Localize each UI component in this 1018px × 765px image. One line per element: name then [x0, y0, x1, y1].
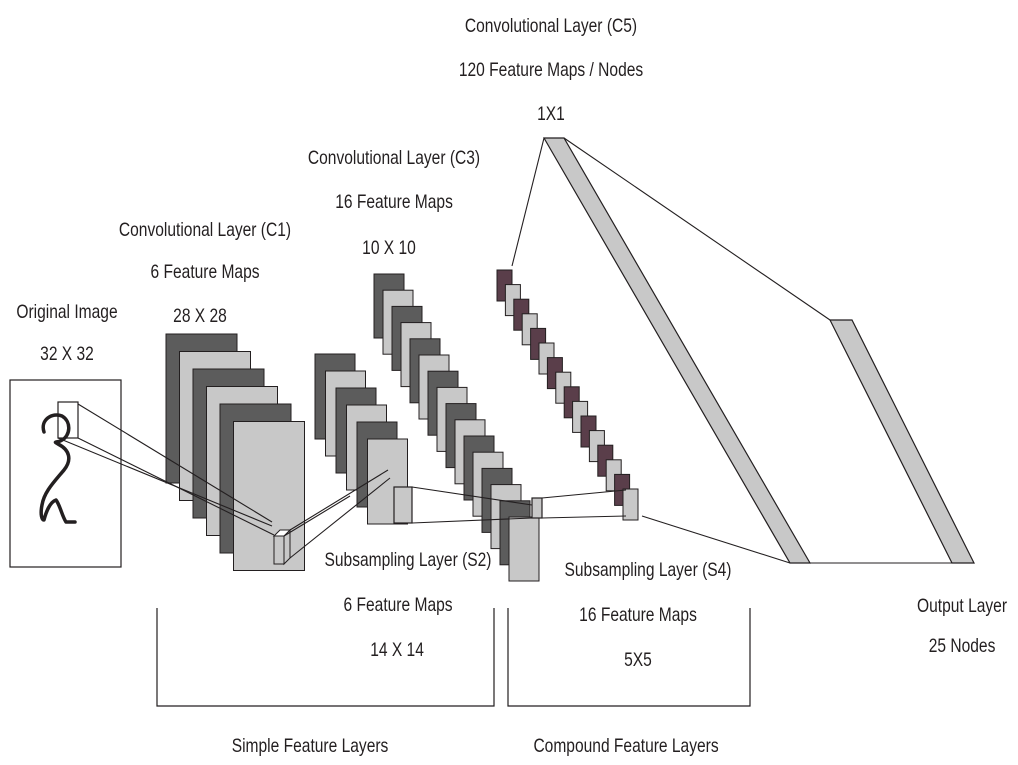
conn-c1-s2-b: [283, 495, 351, 537]
conn-image-c1-top: [77, 403, 273, 523]
simple-feature-bracket: [156, 608, 495, 707]
connection-lines: [57, 137, 952, 564]
c1-map-6: [233, 421, 305, 571]
conn-c3-s4-bot: [541, 515, 627, 519]
handwritten-digit: [39, 413, 77, 524]
s4-map-16: [622, 488, 639, 521]
conn-s4-c5-bot: [641, 515, 791, 564]
compound-feature-layers-label: Compound Feature Layers: [533, 735, 718, 757]
s4-size: 5X5: [624, 649, 652, 671]
c3-local-patch: [531, 497, 543, 519]
s4-feature-maps: [496, 269, 639, 521]
output-layer: [829, 319, 975, 564]
s2-maps: 6 Feature Maps: [344, 594, 453, 616]
output-nodes-panel: [829, 319, 975, 564]
c5-size: 1X1: [537, 103, 565, 125]
s4-maps: 16 Feature Maps: [579, 604, 697, 626]
c3-size: 10 X 10: [362, 237, 416, 259]
conn-c1-s2-c: [289, 477, 391, 559]
original-image-size: 32 X 32: [40, 343, 94, 365]
s2-title: Subsampling Layer (S2): [324, 549, 491, 571]
output-nodes: 25 Nodes: [929, 635, 996, 657]
c3-map-16: [508, 516, 540, 582]
original-image-frame: [9, 379, 122, 568]
output-title: Output Layer: [917, 595, 1007, 617]
c1-feature-maps: [165, 333, 305, 571]
c5-layer: [542, 137, 812, 564]
c3-title: Convolutional Layer (C3): [308, 147, 480, 169]
c1-local-patch: [272, 528, 292, 566]
s2-local-patch: [393, 486, 413, 524]
conn-image-c1-bot: [57, 437, 273, 527]
c1-maps: 6 Feature Maps: [151, 261, 260, 283]
conn-s2-c3-bot: [411, 517, 533, 524]
receptive-field-c1: [57, 401, 79, 439]
conn-s2-c3-top: [411, 486, 533, 506]
conn-c3-s4-top: [541, 489, 627, 499]
compound-feature-bracket: [507, 608, 751, 707]
c5-nodes-panel: [542, 137, 812, 564]
simple-feature-layers-label: Simple Feature Layers: [232, 735, 389, 757]
c5-maps: 120 Feature Maps / Nodes: [459, 59, 644, 81]
s4-title: Subsampling Layer (S4): [564, 559, 731, 581]
c5-title: Convolutional Layer (C5): [465, 15, 637, 37]
original-image-title: Original Image: [16, 301, 117, 323]
s2-size: 14 X 14: [370, 639, 424, 661]
conn-c1-s2-a: [289, 469, 389, 531]
conn-s4-c5-top: [511, 137, 545, 267]
c3-maps: 16 Feature Maps: [335, 191, 453, 213]
conn-c5-out-top: [563, 137, 831, 321]
c1-size: 28 X 28: [173, 305, 227, 327]
original-image: [9, 379, 122, 568]
c3-feature-maps: [373, 273, 540, 582]
c1-title: Convolutional Layer (C1): [119, 219, 291, 241]
